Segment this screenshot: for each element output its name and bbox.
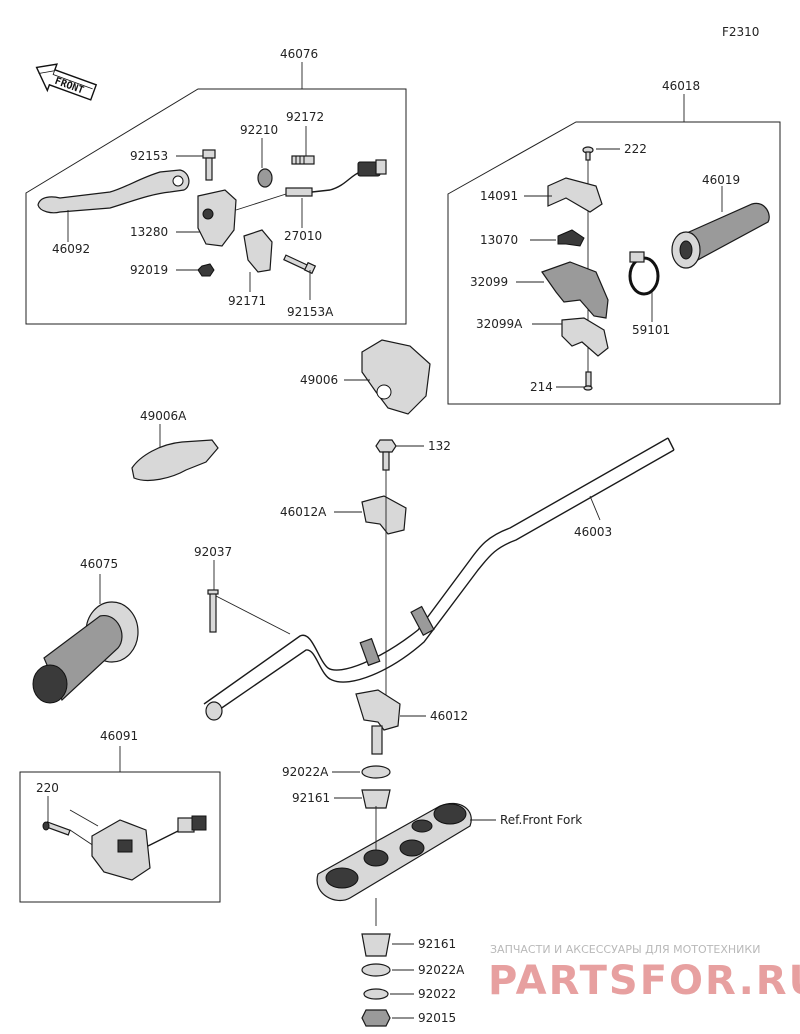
ref-front-fork: Ref.Front Fork <box>500 813 582 827</box>
clamp-46012A <box>361 495 407 535</box>
bolt-92153 <box>202 149 216 181</box>
label-214: 214 <box>530 380 553 394</box>
washer-92022A-top <box>361 765 391 779</box>
label-46003: 46003 <box>574 525 612 539</box>
watermark-brand: PARTSFOR.RU <box>488 958 800 1004</box>
label-46076: 46076 <box>280 47 318 61</box>
nut-92015 <box>361 1009 391 1027</box>
label-32099A: 32099A <box>476 317 523 331</box>
box-46018 <box>447 121 781 405</box>
ring-59101 <box>628 251 660 296</box>
screw-92172 <box>291 155 315 165</box>
label-92153: 92153 <box>130 149 168 163</box>
label-92022A-bottom: 92022A <box>418 963 465 977</box>
triple-clamp <box>316 802 472 902</box>
label-132: 132 <box>428 439 451 453</box>
screw-220 <box>42 821 71 836</box>
label-92161: 92161 <box>292 791 330 805</box>
front-arrow-icon: FRONT <box>35 63 98 101</box>
clutch-switch-27010 <box>285 159 387 197</box>
label-222: 222 <box>624 142 647 156</box>
washer-92022 <box>363 988 389 1000</box>
label-92037: 92037 <box>194 545 232 559</box>
watermark-tagline: ЗАПЧАСТИ И АКСЕССУАРЫ ДЛЯ МОТОТЕХНИКИ <box>490 943 760 956</box>
label-49006A: 49006A <box>140 409 187 423</box>
bolt-92153A <box>283 254 317 275</box>
label-92022A: 92022A <box>282 765 329 779</box>
label-92022: 92022 <box>418 987 456 1001</box>
washer-92022A-bottom <box>361 963 391 977</box>
clutch-lever <box>37 169 190 214</box>
throttle-grip-46019 <box>671 202 770 269</box>
label-92015: 92015 <box>418 1011 456 1025</box>
label-46018: 46018 <box>662 79 700 93</box>
label-13280: 13280 <box>130 225 168 239</box>
part-92037 <box>207 589 219 633</box>
part-13070 <box>557 229 585 247</box>
screw-222 <box>582 146 594 161</box>
label-59101: 59101 <box>632 323 670 337</box>
label-46012A: 46012A <box>280 505 327 519</box>
bolt-132 <box>375 439 397 471</box>
kill-switch-46091 <box>91 815 207 881</box>
guard-49006A <box>131 439 219 482</box>
label-92019: 92019 <box>130 263 168 277</box>
label-92172: 92172 <box>286 110 324 124</box>
label-92161-bottom: 92161 <box>418 937 456 951</box>
clamp-92171 <box>243 229 273 273</box>
nut-92019 <box>197 263 215 277</box>
label-92210: 92210 <box>240 123 278 137</box>
label-14091: 14091 <box>480 189 518 203</box>
figure-id: F2310 <box>722 25 759 39</box>
screw-214 <box>583 371 593 391</box>
label-220: 220 <box>36 781 59 795</box>
guard-49006 <box>361 339 431 415</box>
housing-32099A <box>561 317 609 357</box>
housing-32099 <box>541 261 609 319</box>
label-46091: 46091 <box>100 729 138 743</box>
label-46075: 46075 <box>80 557 118 571</box>
clamp-46012 <box>355 689 401 755</box>
cap-92210 <box>257 168 273 188</box>
bushing-92161-top <box>361 789 391 809</box>
label-49006: 49006 <box>300 373 338 387</box>
label-46092: 46092 <box>52 242 90 256</box>
label-32099: 32099 <box>470 275 508 289</box>
label-92171: 92171 <box>228 294 266 308</box>
handlebar-46003 <box>203 437 675 721</box>
label-27010: 27010 <box>284 229 322 243</box>
box-46076 <box>25 88 407 325</box>
cover-14091 <box>547 177 603 213</box>
label-13070: 13070 <box>480 233 518 247</box>
label-46019: 46019 <box>702 173 740 187</box>
grip-46075 <box>32 601 139 704</box>
bushing-92161-bottom <box>361 933 391 957</box>
label-46012: 46012 <box>430 709 468 723</box>
label-92153A: 92153A <box>287 305 334 319</box>
lever-holder <box>197 189 237 247</box>
